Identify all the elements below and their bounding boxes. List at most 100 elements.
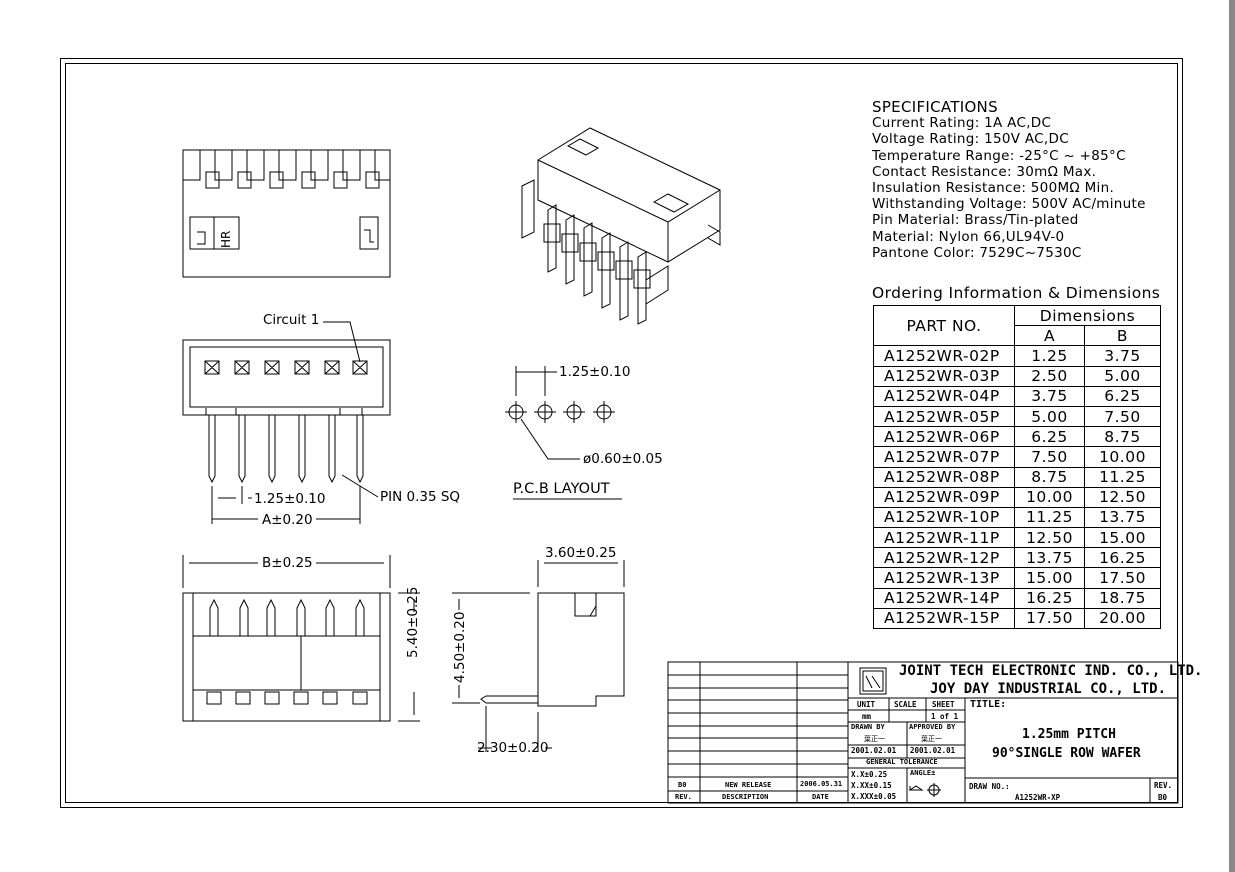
spec-line: Contact Resistance: 30mΩ Max.	[872, 163, 1097, 180]
dim-a-cell: 8.75	[1014, 466, 1085, 488]
pitch-dim-label: 1.25±0.10	[254, 491, 326, 507]
angle-label: ANGLE±	[910, 769, 936, 777]
part-number-cell: A1252WR-13P	[873, 567, 1015, 589]
dimensions-header: Dimensions	[1014, 304, 1161, 327]
general-tolerance-label: GENERAL TOLERANCE	[866, 758, 938, 766]
part-number-cell: A1252WR-07P	[873, 446, 1015, 468]
dim-b-cell: 11.25	[1084, 466, 1161, 488]
dim-a-header: A	[1014, 325, 1085, 347]
top-view	[182, 149, 391, 278]
circuit1-label: Circuit 1	[263, 312, 320, 328]
dim-b-cell: 5.00	[1084, 365, 1161, 387]
dim-b-cell: 17.50	[1084, 567, 1161, 589]
spec-line: Current Rating: 1A AC,DC	[872, 115, 1052, 132]
dim-b-cell: 7.50	[1084, 405, 1161, 428]
spec-line: Temperature Range: -25°C ~ +85°C	[872, 147, 1126, 164]
dim-b-cell: 13.75	[1084, 506, 1161, 529]
dim-b-cell: 20.00	[1084, 607, 1161, 630]
dim-a-cell: 3.75	[1014, 385, 1085, 407]
dim-a-cell: 10.00	[1014, 486, 1085, 508]
part-number-cell: A1252WR-11P	[873, 527, 1015, 549]
vertical-scrollbar[interactable]	[1229, 0, 1235, 872]
unit-label: UNIT	[857, 700, 876, 709]
height-450-label: 4.50±0.20	[452, 611, 468, 683]
title-label: TITLE:	[970, 699, 1007, 710]
side-view	[452, 560, 625, 752]
width-360-label: 3.60±0.25	[545, 545, 617, 561]
pcb-pitch-label: 1.25±0.10	[559, 364, 631, 380]
dim-b-cell: 18.75	[1084, 587, 1161, 609]
part-number-cell: A1252WR-09P	[873, 486, 1015, 508]
spec-line: Voltage Rating: 150V AC,DC	[872, 131, 1069, 148]
rev-label: REV.	[1154, 781, 1173, 790]
part-number-cell: A1252WR-02P	[873, 345, 1015, 367]
height-540-label: 5.40±0.25	[405, 586, 421, 658]
drawing-title-line1: 1.25mm PITCH	[1022, 727, 1116, 742]
b-dimension-label: B±0.25	[262, 555, 313, 571]
dim-a-cell: 1.25	[1014, 345, 1085, 367]
rev-value: B0	[1158, 793, 1168, 802]
approved-date: 2001.02.01	[910, 746, 956, 755]
isometric-view	[521, 127, 721, 325]
part-number-cell: A1252WR-08P	[873, 466, 1015, 488]
pin-size-label: PIN 0.35 SQ	[380, 489, 461, 505]
spec-line: Material: Nylon 66,UL94V-0	[872, 228, 1065, 245]
revision-description: NEW RELEASE	[725, 781, 772, 789]
col-description-header: DESCRIPTION	[722, 793, 769, 801]
dim-a-cell: 16.25	[1014, 587, 1085, 609]
drawing-border-outer	[60, 58, 1183, 808]
dim-a-cell: 7.50	[1014, 446, 1085, 468]
dim-b-header: B	[1084, 325, 1161, 347]
pcb-layout	[505, 366, 622, 500]
approved-by-label: APPROVED BY	[909, 723, 956, 731]
bottom-view	[182, 555, 420, 722]
tolerance-3: X.XXX±0.05	[851, 792, 897, 801]
spec-line: Pin Material: Brass/Tin-plated	[872, 212, 1079, 229]
part-no-header: PART NO.	[873, 304, 1015, 347]
drawing-title-line2: 90°SINGLE ROW WAFER	[992, 746, 1141, 761]
pcb-layout-title: P.C.B LAYOUT	[513, 481, 610, 497]
title-block-grid	[667, 661, 1179, 804]
dim-a-cell: 12.50	[1014, 527, 1085, 549]
spec-line: Withstanding Voltage: 500V AC/minute	[872, 196, 1146, 213]
tolerance-2: X.XX±0.15	[851, 781, 892, 790]
dim-a-cell: 13.75	[1014, 547, 1085, 569]
tolerance-1: X.X±0.25	[851, 770, 888, 779]
col-rev-header: REV.	[675, 793, 692, 801]
dim-b-cell: 3.75	[1084, 345, 1161, 367]
sheet-value: 1 of 1	[931, 712, 959, 721]
part-number-cell: A1252WR-06P	[873, 426, 1015, 448]
company-name-2: JOY DAY INDUSTRIAL CO., LTD.	[930, 681, 1167, 697]
dim-a-cell: 2.50	[1014, 365, 1085, 387]
width-230-label: 2.30±0.20	[477, 740, 549, 756]
dim-a-cell: 15.00	[1014, 567, 1085, 589]
revision-date: 2006.05.31	[800, 780, 843, 788]
sheet-label: SHEET	[932, 700, 955, 709]
dim-b-cell: 8.75	[1084, 426, 1161, 448]
ordering-title: Ordering Information & Dimensions	[872, 284, 1161, 302]
dim-a-cell: 17.50	[1014, 607, 1085, 630]
part-number-cell: A1252WR-04P	[873, 385, 1015, 407]
a-dimension-label: A±0.20	[262, 512, 313, 528]
dim-a-cell: 11.25	[1014, 506, 1085, 529]
drawn-by-name: 葉正一	[864, 735, 885, 743]
spec-line: Pantone Color: 7529C~7530C	[872, 244, 1082, 261]
specifications-heading: SPECIFICATIONS	[872, 98, 998, 116]
part-number-cell: A1252WR-03P	[873, 365, 1015, 387]
part-number-cell: A1252WR-14P	[873, 587, 1015, 609]
dim-b-cell: 12.50	[1084, 486, 1161, 508]
part-number-cell: A1252WR-15P	[873, 607, 1015, 630]
spec-line: Insulation Resistance: 500MΩ Min.	[872, 180, 1115, 197]
company-name-1: JOINT TECH ELECTRONIC IND. CO., LTD.	[899, 663, 1203, 679]
